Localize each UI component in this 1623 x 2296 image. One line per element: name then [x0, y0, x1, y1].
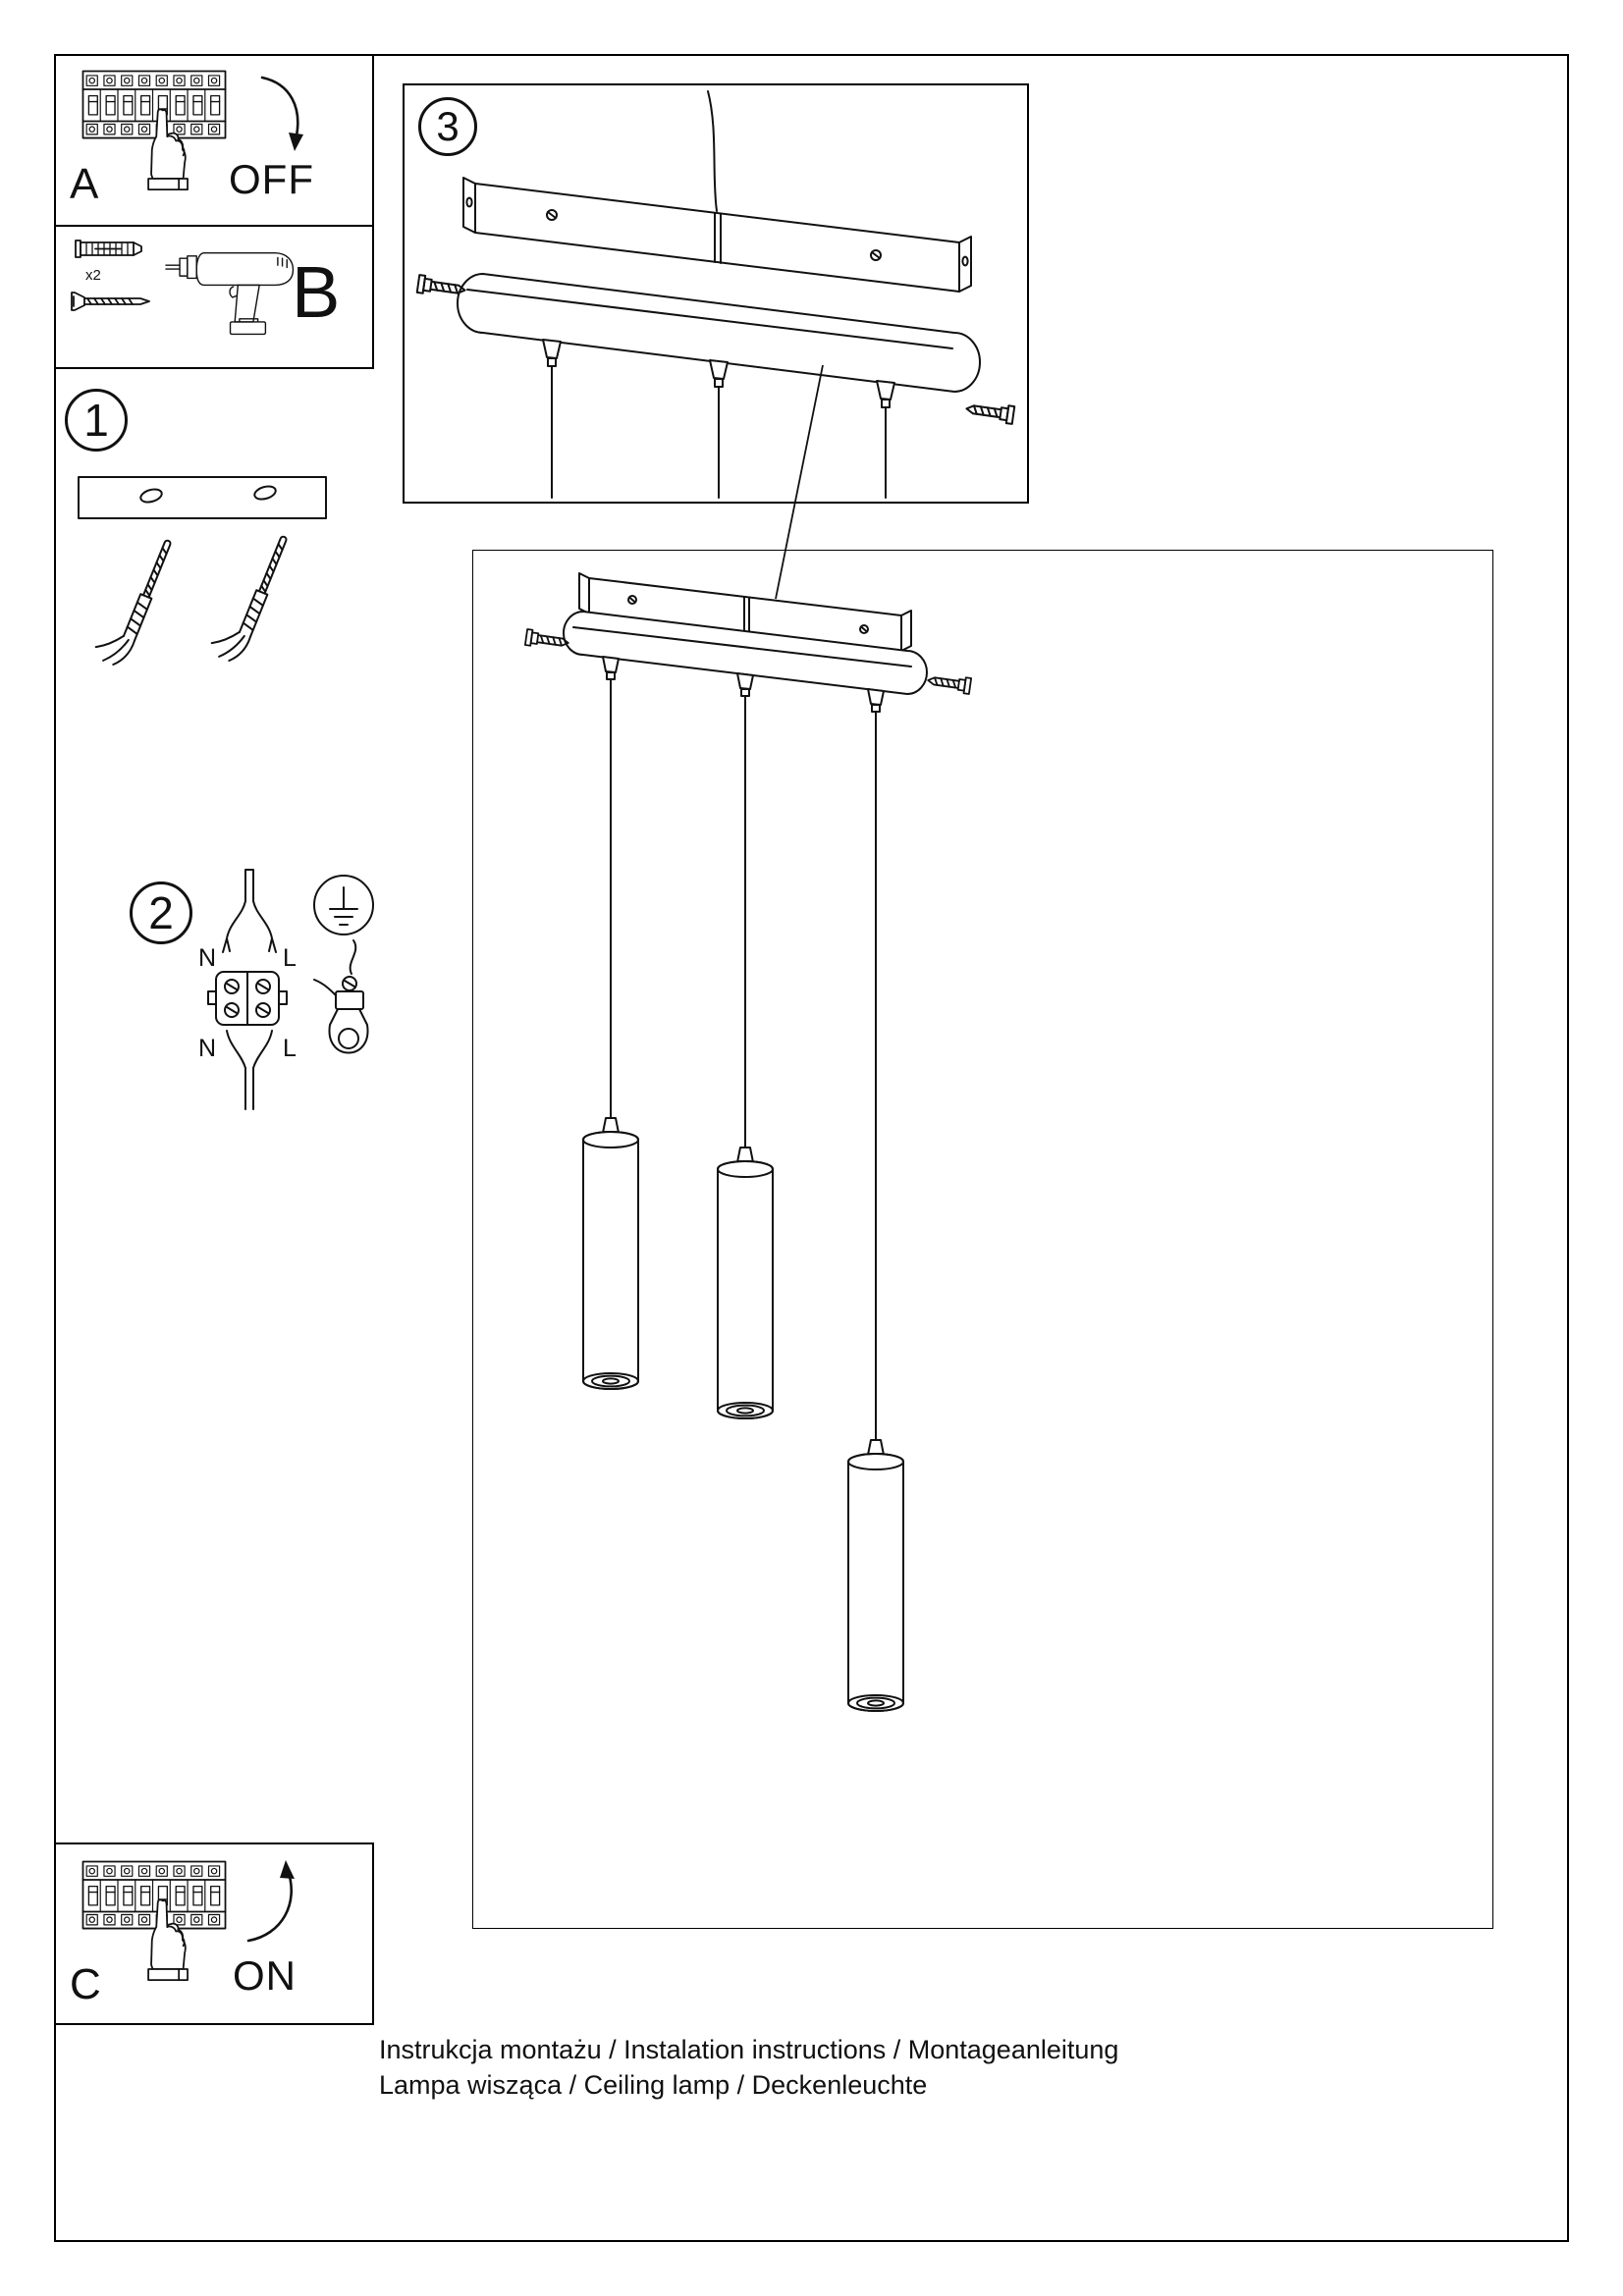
panel-c-label: C	[70, 1960, 101, 2008]
wire-label-l-top: L	[283, 944, 297, 972]
mounting-strip	[78, 476, 327, 519]
side-screw-right	[964, 399, 1016, 425]
rotate-up-arrow-icon	[246, 1868, 293, 1943]
power-off-box: A OFF	[54, 54, 374, 227]
off-label: OFF	[229, 156, 314, 202]
wire-label-l-bottom: L	[283, 1035, 297, 1062]
footer-line-2: Lampa wisząca / Ceiling lamp / Deckenleu…	[379, 2070, 928, 2100]
step-3-badge: 3	[418, 97, 477, 156]
canopy-exploded-illustration	[415, 90, 1016, 499]
canopy-exploded-panel: 3	[403, 83, 1029, 504]
step-2-badge: 2	[130, 881, 192, 944]
terminal-block	[207, 971, 288, 1026]
wiring-diagram: N L N L	[198, 869, 297, 1110]
wire-split-top	[222, 900, 277, 953]
suspension-cables	[610, 678, 877, 1441]
footer-line-1: Instrukcja montażu / Instalation instruc…	[379, 2035, 1119, 2064]
ground-symbol-icon	[313, 875, 374, 935]
power-on-box: C ON	[54, 1842, 374, 2025]
rotate-down-arrow-icon	[260, 76, 299, 142]
pendant-tube-middle	[717, 1160, 774, 1419]
ground-clamp-icon	[313, 976, 369, 1054]
canopy	[563, 611, 928, 695]
bracket-and-anchors-illustration	[78, 476, 327, 670]
wire-label-n-bottom: N	[198, 1035, 216, 1062]
screw-icon	[71, 292, 150, 311]
breaker-panel-on-illustration	[81, 1860, 295, 1981]
mounting-strip	[462, 177, 972, 293]
assembled-lamp-panel	[472, 550, 1493, 1929]
tools-box: x2 B	[54, 225, 374, 369]
step-1-badge: 1	[65, 389, 128, 452]
on-label: ON	[233, 1952, 297, 1999]
page-border	[54, 54, 1569, 2242]
mains-cable	[707, 90, 718, 212]
drill-icon	[165, 252, 295, 336]
breaker-panel-off-illustration	[81, 70, 303, 190]
tools-illustration: x2	[71, 240, 295, 336]
anchor-qty-label: x2	[85, 267, 101, 284]
wall-plug-icon	[75, 240, 142, 258]
wire-label-n-top: N	[198, 944, 216, 972]
side-screw-right	[926, 671, 973, 695]
wire-merge-bottom	[226, 1030, 273, 1069]
mains-cable	[244, 869, 254, 902]
panel-a-label: A	[70, 160, 99, 208]
pendant-tube-right	[847, 1453, 904, 1712]
ground-wire	[349, 939, 357, 975]
cable-glands	[542, 339, 895, 499]
pendant-tube-left	[582, 1131, 639, 1390]
canopy	[457, 273, 981, 393]
panel-b-label: B	[292, 251, 341, 333]
footer-title: Instrukcja montażu / Instalation instruc…	[379, 2032, 1508, 2103]
ground-connection-illustration	[313, 875, 374, 1054]
cable-glands	[602, 656, 885, 713]
pendant-lamp-illustration	[523, 572, 973, 1712]
cable-out	[244, 1067, 254, 1110]
